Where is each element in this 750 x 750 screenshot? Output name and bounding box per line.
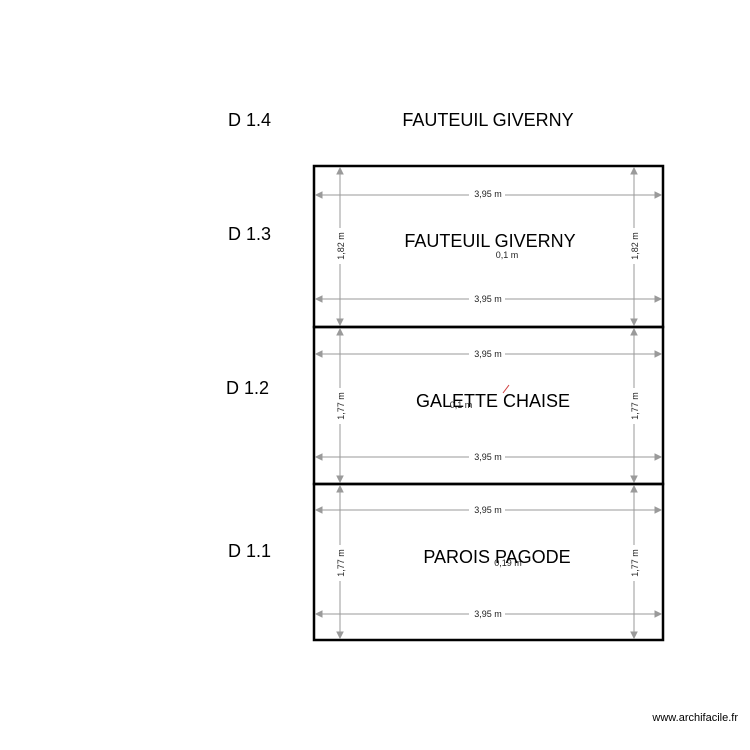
dimension-width-bottom: 3,95 m	[474, 452, 502, 462]
dimension-width-bottom: 3,95 m	[474, 294, 502, 304]
room-area: 0,1 m	[450, 400, 473, 410]
room-area: 0,1 m	[496, 250, 519, 260]
dimension-width-bottom: 3,95 m	[474, 609, 502, 619]
room-name: GALETTE CHAISE	[416, 391, 570, 411]
room-area: 0,19 m	[494, 558, 522, 568]
room-block: 3,95 m 3,95 m 1,77 m 1,77 m PAROIS PAGOD…	[228, 482, 665, 642]
level-label: D 1.3	[228, 224, 271, 244]
dimension-width-top: 3,95 m	[474, 189, 502, 199]
room-block: 3,95 m 3,95 m 1,77 m 1,77 m GALETTE CHAI…	[226, 325, 665, 486]
plan-title: FAUTEUIL GIVERNY	[402, 110, 573, 130]
dimension-height-left: 1,77 m	[336, 392, 346, 420]
dimension-height-right: 1,77 m	[630, 549, 640, 577]
room-name: FAUTEUIL GIVERNY	[404, 231, 575, 251]
level-label-top: D 1.4	[228, 110, 271, 130]
dimension-height-left: 1,77 m	[336, 549, 346, 577]
room-block: 3,95 m 3,95 m 1,82 m 1,82 m FAUTEUIL GIV…	[228, 164, 665, 329]
room-name: PAROIS PAGODE	[423, 547, 570, 567]
level-label: D 1.2	[226, 378, 269, 398]
level-label: D 1.1	[228, 541, 271, 561]
watermark: www.archifacile.fr	[652, 712, 738, 724]
dimension-lines	[314, 166, 663, 327]
dimension-width-top: 3,95 m	[474, 349, 502, 359]
dimension-width-top: 3,95 m	[474, 505, 502, 515]
dimension-height-left: 1,82 m	[336, 232, 346, 260]
dimension-height-right: 1,82 m	[630, 232, 640, 260]
accent-mark	[502, 384, 510, 394]
room-wall	[312, 482, 665, 642]
dimension-height-right: 1,77 m	[630, 392, 640, 420]
